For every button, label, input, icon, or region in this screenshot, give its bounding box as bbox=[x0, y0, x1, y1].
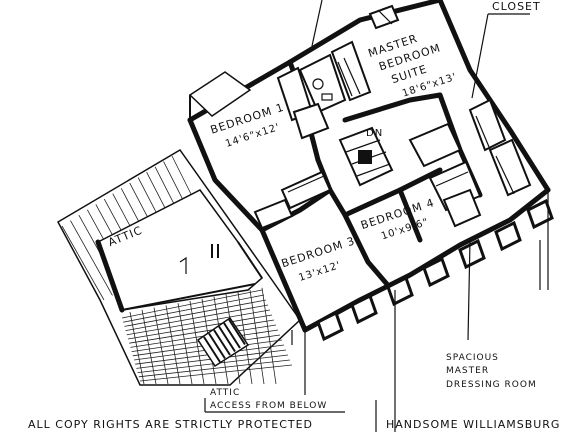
roof-shingle-line bbox=[123, 294, 265, 323]
copyright-footer: ALL COPY RIGHTS ARE STRICTLY PROTECTED bbox=[28, 418, 313, 431]
roof-shingle-line bbox=[177, 303, 193, 385]
dormer bbox=[422, 256, 450, 288]
roof-shingle-line bbox=[189, 300, 205, 385]
bedroom3-closet bbox=[253, 170, 332, 230]
closet-label: CLOSET bbox=[492, 0, 541, 13]
right-closets bbox=[468, 98, 532, 197]
bedroom1-closet bbox=[276, 66, 330, 140]
dormer bbox=[386, 275, 414, 307]
dormer bbox=[350, 293, 378, 325]
dressing-room-label-3: DRESSING ROOM bbox=[446, 380, 537, 390]
hatch-bar bbox=[213, 329, 231, 356]
roof-shingle-line bbox=[129, 311, 145, 385]
roof-shingle-line bbox=[125, 304, 269, 331]
hatch-bar bbox=[223, 322, 241, 349]
attic-access-hatch bbox=[196, 316, 250, 368]
attic-access-label-1: ATTIC bbox=[210, 388, 240, 398]
dormer bbox=[458, 238, 486, 270]
roof-shingle-line bbox=[153, 307, 169, 385]
dressing-room-label-2: MASTER bbox=[446, 366, 489, 376]
bedroom3-label: BEDROOM 3 bbox=[280, 234, 357, 270]
roof-shingle-line bbox=[70, 220, 113, 296]
stair bbox=[338, 126, 394, 187]
main-house-walls bbox=[187, 0, 554, 432]
exterior-dormers bbox=[316, 198, 554, 342]
dressing-room bbox=[408, 122, 482, 228]
roof-shingle-line bbox=[126, 309, 271, 336]
roof-shingle-line bbox=[129, 319, 275, 344]
dormer bbox=[494, 220, 522, 252]
hatch-bar bbox=[218, 325, 236, 353]
hatch-bar bbox=[208, 332, 226, 360]
attic-roof bbox=[56, 149, 301, 386]
roof-shingle-line bbox=[138, 359, 291, 378]
roof-shingle-line bbox=[165, 305, 181, 385]
roof-shingle-line bbox=[261, 287, 277, 385]
roof-shingle-line bbox=[237, 292, 253, 385]
dressing-room-label-1: SPACIOUS bbox=[446, 353, 499, 363]
roof-shingle-line bbox=[141, 309, 157, 385]
hatch-bar bbox=[228, 318, 246, 346]
roof-shingle-line bbox=[249, 289, 265, 385]
title-footer: HANDSOME WILLIAMSBURG bbox=[386, 418, 560, 431]
roof-shingle-line bbox=[124, 299, 267, 327]
dormer bbox=[316, 310, 344, 342]
roof-shingle-line bbox=[61, 225, 105, 301]
attic-access-label-2: ACCESS FROM BELOW bbox=[210, 401, 327, 411]
master-bath bbox=[298, 40, 372, 114]
roof-shingle-line bbox=[127, 314, 273, 340]
roof-shingle-line bbox=[139, 364, 293, 382]
hatch-bar bbox=[203, 336, 221, 363]
stair-down-label: DN bbox=[366, 128, 383, 139]
dormer bbox=[526, 198, 554, 230]
